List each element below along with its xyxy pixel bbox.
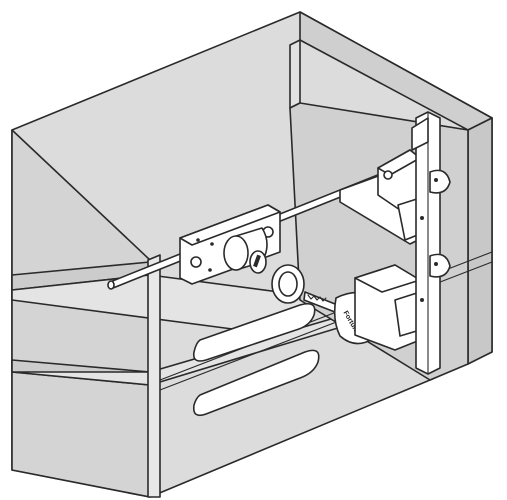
strike-tab-lower [429, 253, 451, 278]
drawer-handle-slots [192, 302, 320, 417]
strike-tab-upper [429, 169, 451, 194]
bar-rivet [420, 298, 424, 302]
lower-drawer-handle-slot [192, 349, 320, 417]
escutcheon-ring [271, 264, 305, 304]
cabinet-partition-top [289, 39, 301, 109]
lock-body-top [179, 204, 281, 246]
lock-rivet [208, 268, 212, 272]
lock-cylinder-face [223, 235, 249, 271]
upper-latch-pin [383, 170, 393, 180]
bar-top-bracket [411, 117, 429, 151]
lock-screw-hole-left [190, 256, 202, 268]
bar-rivet [434, 262, 438, 266]
vertical-locking-bar [411, 111, 451, 375]
cabinet-front-frame-edge [147, 254, 161, 498]
rod-end [107, 280, 115, 290]
bar-rivet [420, 216, 424, 220]
key-teeth [307, 294, 327, 302]
cabinet-right-side [467, 117, 493, 365]
bar-rivet [434, 178, 438, 182]
upper-drawer-handle-slot [192, 302, 316, 362]
lower-latch-assembly [354, 264, 421, 351]
escutcheon-ring-inner [278, 271, 298, 297]
lock-rivet [196, 238, 200, 242]
main-lock-assembly [179, 204, 281, 285]
lock-rivet [210, 242, 214, 246]
upper-latch-assembly [339, 149, 421, 245]
keyhole-icon [253, 254, 261, 268]
